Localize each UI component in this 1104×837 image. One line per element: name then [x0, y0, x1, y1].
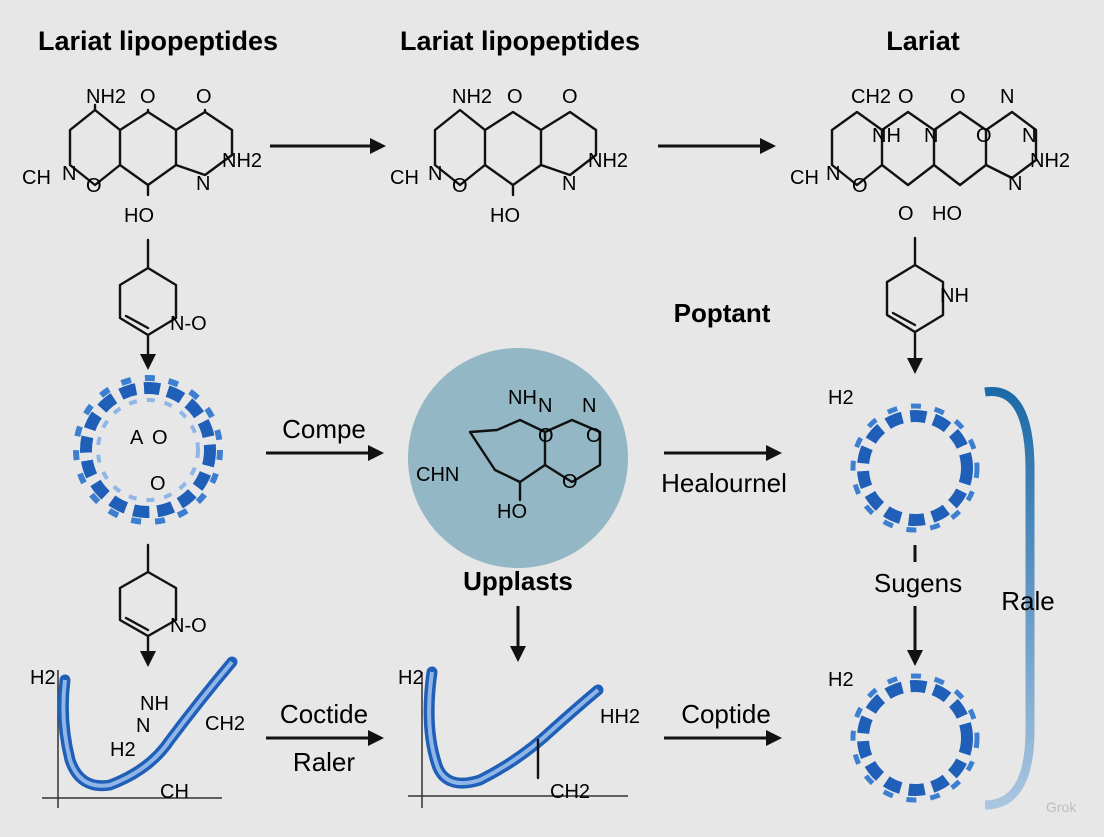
helix-bottom-middle: H2 HH2 CH2	[398, 666, 640, 808]
atom-n: N	[924, 125, 938, 147]
atom-nh: NH	[508, 387, 537, 409]
atom-nh2: NH2	[222, 150, 262, 172]
atom-nh2: NH2	[452, 86, 492, 108]
atom-ch2: CH2	[851, 86, 891, 108]
highlight-circle	[408, 348, 628, 568]
atom-n: N	[1022, 125, 1036, 147]
atom-n: N	[62, 163, 76, 185]
atom-n: N	[136, 715, 150, 737]
atom-ch: CH	[160, 781, 189, 803]
pyridine-oxide-lower: N-O	[118, 543, 207, 667]
atom-chn: CHN	[416, 464, 459, 486]
arrow-healournel	[664, 445, 782, 461]
arrow-compe	[266, 445, 384, 461]
title-right: Lariat	[886, 26, 960, 56]
label-raler: Raler	[293, 747, 355, 777]
arrow-upplasts	[510, 606, 526, 662]
atom-o: O	[140, 86, 156, 108]
atom-ch: CH	[22, 167, 51, 189]
atom-o: O	[852, 175, 868, 197]
atom-o: O	[562, 471, 578, 493]
atom-n: N	[1000, 86, 1014, 108]
atom-nh: NH	[140, 693, 169, 715]
atom-o: O	[898, 203, 914, 225]
rale-bracket	[984, 386, 1035, 810]
atom-ho: HO	[497, 501, 527, 523]
arrow-coctide	[266, 730, 384, 746]
atom-o: O	[898, 86, 914, 108]
atom-o: O	[950, 86, 966, 108]
label-coctide: Coctide	[280, 699, 368, 729]
helix-bottom-left: H2 NH N CH2 H2 CH	[30, 656, 245, 808]
atom-a: A	[130, 427, 144, 449]
atom-h2: H2	[828, 387, 854, 409]
label-compe: Compe	[282, 414, 366, 444]
atom-o: O	[976, 125, 992, 147]
atom-n: N	[582, 395, 596, 417]
label-upplasts: Upplasts	[463, 566, 573, 596]
label-rale: Rale	[1001, 586, 1054, 616]
pyridine-right: NH	[885, 236, 969, 374]
pyridine-oxide-upper: N-O	[118, 238, 207, 370]
arrow-sugens	[907, 606, 923, 666]
label-poptant: Poptant	[674, 298, 771, 328]
title-middle: Lariat lipopeptides	[400, 26, 640, 56]
atom-hh2: HH2	[600, 706, 640, 728]
molecule-top-middle: NH2 O O CH N O N NH2 HO	[390, 86, 628, 227]
helix-ring-left: A O O	[73, 375, 223, 525]
atom-ho: HO	[932, 203, 962, 225]
atom-ch2: CH2	[550, 781, 590, 803]
atom-n-o: N-O	[170, 615, 207, 637]
atom-h2: H2	[110, 739, 136, 761]
atom-n-o: N-O	[170, 313, 207, 335]
atom-h2: H2	[398, 667, 424, 689]
atom-n: N	[538, 395, 552, 417]
helix-ring-right-top: H2	[828, 387, 980, 533]
molecule-top-left: NH2 O O CH N O N NH2 HO	[22, 86, 262, 227]
atom-n: N	[196, 173, 210, 195]
watermark: Grok	[1046, 799, 1077, 815]
atom-o: O	[507, 86, 523, 108]
label-healournel: Healournel	[661, 468, 787, 498]
atom-nh: NH	[940, 285, 969, 307]
atom-n: N	[428, 163, 442, 185]
atom-o: O	[196, 86, 212, 108]
atom-n: N	[1008, 173, 1022, 195]
arrow-top-2	[658, 138, 776, 154]
molecule-top-right: CH2 O O N NH N O N CH N O N NH2 O HO	[790, 86, 1070, 225]
atom-ch: CH	[790, 167, 819, 189]
atom-n: N	[562, 173, 576, 195]
label-coptide: Coptide	[681, 699, 771, 729]
atom-ch2: CH2	[205, 713, 245, 735]
helix-ring-right-bottom: H2	[828, 669, 980, 803]
atom-nh2: NH2	[588, 150, 628, 172]
arrow-coptide	[664, 730, 782, 746]
label-sugens: Sugens	[874, 568, 962, 598]
atom-o: O	[538, 425, 554, 447]
central-molecule: NH N N O O CHN O HO	[408, 348, 628, 568]
atom-ho: HO	[490, 205, 520, 227]
atom-o: O	[152, 427, 168, 449]
atom-o: O	[452, 175, 468, 197]
atom-nh2: NH2	[86, 86, 126, 108]
atom-nh: NH	[872, 125, 901, 147]
atom-h2: H2	[30, 667, 56, 689]
title-left: Lariat lipopeptides	[38, 26, 278, 56]
atom-o: O	[86, 175, 102, 197]
atom-n: N	[826, 163, 840, 185]
atom-nh2: NH2	[1030, 150, 1070, 172]
arrow-top-1	[270, 138, 386, 154]
atom-o: O	[586, 425, 602, 447]
atom-o: O	[562, 86, 578, 108]
atom-ch: CH	[390, 167, 419, 189]
atom-o: O	[150, 473, 166, 495]
atom-h2: H2	[828, 669, 854, 691]
atom-ho: HO	[124, 205, 154, 227]
